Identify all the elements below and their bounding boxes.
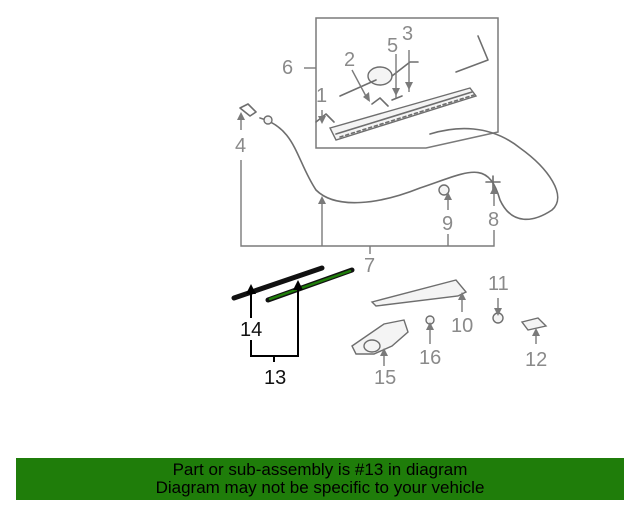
selected-arrowheads bbox=[246, 280, 303, 294]
banner-line-2: Diagram may not be specific to your vehi… bbox=[155, 478, 485, 497]
washer-hose bbox=[239, 103, 559, 221]
callout-6: 6 bbox=[282, 57, 293, 79]
callout-14: 14 bbox=[240, 319, 262, 341]
wiper-motor bbox=[351, 319, 409, 355]
cap bbox=[520, 317, 548, 331]
callout-1: 1 bbox=[316, 85, 327, 107]
callout-10: 10 bbox=[451, 315, 473, 337]
callout-12: 12 bbox=[525, 349, 547, 371]
selection-banner: Part or sub-assembly is #13 in diagram D… bbox=[16, 458, 624, 500]
callout-8: 8 bbox=[488, 209, 499, 231]
washer-pump-assembly bbox=[315, 35, 489, 141]
callout-11: 11 bbox=[488, 273, 509, 295]
callout-15: 15 bbox=[374, 367, 396, 389]
callout-9: 9 bbox=[442, 213, 453, 235]
callout-labels: 1 2 3 4 5 6 7 8 9 10 11 12 13 14 15 16 bbox=[235, 23, 547, 389]
arrowheads bbox=[237, 82, 540, 356]
blade-refill bbox=[265, 267, 355, 303]
callout-2: 2 bbox=[344, 49, 355, 71]
callout-16: 16 bbox=[419, 347, 441, 369]
hose-clips bbox=[438, 175, 501, 196]
callout-3: 3 bbox=[402, 23, 413, 45]
callout-5: 5 bbox=[387, 35, 398, 57]
callout-13: 13 bbox=[264, 367, 286, 389]
wiper-arm bbox=[370, 279, 468, 307]
callout-7: 7 bbox=[364, 255, 375, 277]
banner-line-1: Part or sub-assembly is #13 in diagram bbox=[172, 460, 468, 479]
callout-4: 4 bbox=[235, 135, 246, 157]
leader-lines bbox=[240, 50, 537, 366]
